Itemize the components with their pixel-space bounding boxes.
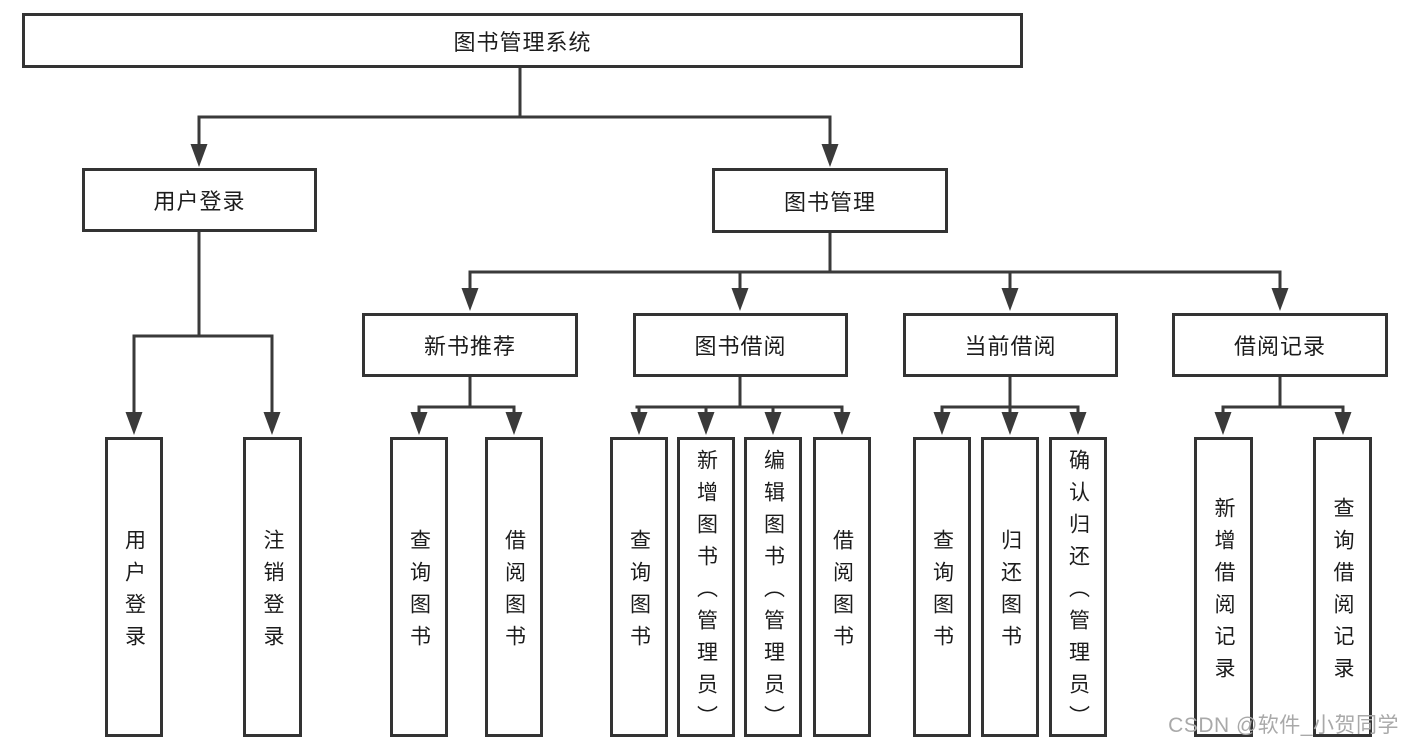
leaf-cb-query-book: 查询图书 [913,437,971,737]
node-new-book-rec: 新书推荐 [362,313,578,377]
leaf-user-login-label: 用户登录 [122,528,146,657]
connector-user-login-children [125,232,281,435]
node-borrow-records: 借阅记录 [1172,313,1388,377]
leaf-cb-confirm-return-admin: 确认归还（管理员） [1049,437,1107,737]
connector-book-mgmt-children [461,233,1289,311]
connector-new-book-rec-children [410,377,523,435]
leaf-rec-query-book-label: 查询图书 [407,528,431,657]
leaf-bb-borrow-book: 借阅图书 [813,437,871,737]
leaf-rec-borrow-book: 借阅图书 [485,437,543,737]
leaf-br-add-record-label: 新增借阅记录 [1212,496,1235,689]
node-root: 图书管理系统 [22,13,1023,68]
leaf-user-login: 用户登录 [105,437,163,737]
leaf-bb-query-book: 查询图书 [610,437,668,737]
leaf-cb-return-book-label: 归还图书 [998,528,1022,657]
leaf-rec-query-book: 查询图书 [390,437,448,737]
node-user-login: 用户登录 [82,168,317,232]
node-book-borrow: 图书借阅 [633,313,848,377]
node-current-borrow: 当前借阅 [903,313,1118,377]
leaf-cb-confirm-return-admin-label: 确认归还（管理员） [1066,448,1090,737]
leaf-bb-edit-book-admin-label: 编辑图书（管理员） [761,448,785,737]
leaf-bb-add-book-admin-label: 新增图书（管理员） [694,448,718,737]
leaf-cb-query-book-label: 查询图书 [930,528,954,657]
connector-current-borrow-children [933,377,1087,435]
leaf-rec-borrow-book-label: 借阅图书 [502,528,526,657]
leaf-bb-add-book-admin: 新增图书（管理员） [677,437,735,737]
connector-book-borrow-children [630,377,851,435]
leaf-cb-return-book: 归还图书 [981,437,1039,737]
connector-root-to-level2 [190,68,839,167]
leaf-bb-borrow-book-label: 借阅图书 [830,528,854,657]
leaf-br-query-record: 查询借阅记录 [1313,437,1372,737]
connector-borrow-records-children [1214,377,1352,435]
leaf-logout-login: 注销登录 [243,437,302,737]
node-book-mgmt: 图书管理 [712,168,948,233]
csdn-watermark: CSDN @软件_小贺同学 [1168,714,1399,737]
leaf-logout-login-label: 注销登录 [261,528,284,657]
leaf-bb-edit-book-admin: 编辑图书（管理员） [744,437,802,737]
leaf-bb-query-book-label: 查询图书 [627,528,651,657]
leaf-br-add-record: 新增借阅记录 [1194,437,1253,737]
leaf-br-query-record-label: 查询借阅记录 [1331,496,1354,689]
